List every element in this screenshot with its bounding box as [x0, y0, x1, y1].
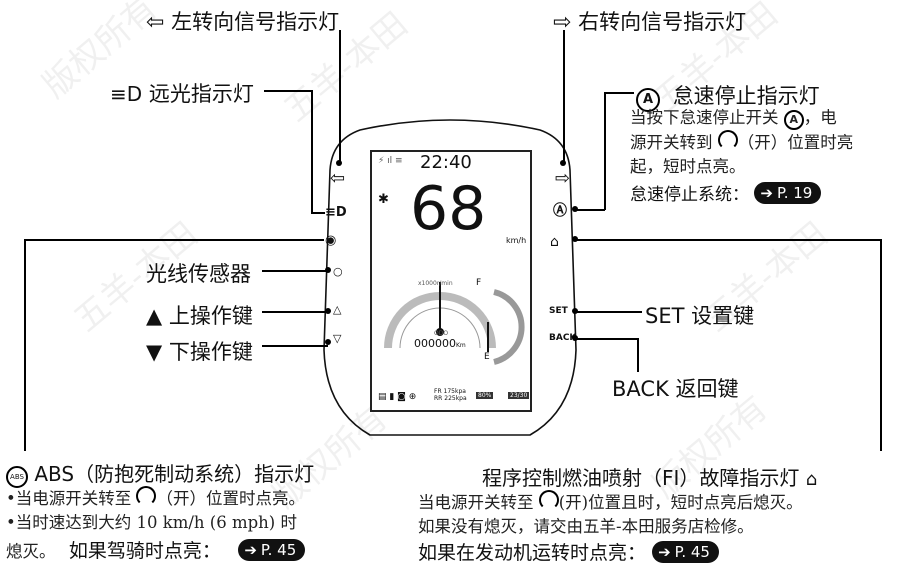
leader-line — [262, 311, 328, 313]
odo-label: ODO — [434, 330, 449, 337]
idle-stop-description: 当按下怠速停止开关 A，电 源开关转到 （开）位置时亮 起，短时点亮。 — [630, 108, 854, 176]
up-key-label: ▲ 上操作键 — [146, 304, 253, 328]
leader-line — [574, 338, 638, 340]
fi-description: 当电源开关转至 (开)位置且时，短时点亮后熄灭。 如果没有熄灭，请交由五羊-本田… — [418, 490, 803, 539]
dashboard-outline — [323, 119, 577, 436]
page-ref-badge[interactable]: ➔P. 45 — [652, 541, 719, 563]
leader-dot — [336, 160, 342, 166]
high-beam-label: ≡D 远光指示灯 — [110, 82, 254, 106]
high-beam-icon: ≡D — [325, 205, 347, 220]
idle-stop-label: A 怠速停止指示灯 — [636, 80, 820, 112]
leader-line — [574, 209, 605, 211]
left-arrow-icon: ⇦ — [146, 10, 165, 35]
back-button[interactable]: BACK — [549, 333, 577, 343]
leader-line — [262, 270, 328, 272]
idle-stop-icon: A — [783, 110, 804, 130]
page-ref-badge[interactable]: ➔P. 19 — [754, 182, 822, 204]
leader-line — [339, 30, 341, 162]
tachometer — [384, 282, 525, 365]
right-arrow-icon: ⇨ — [555, 168, 571, 189]
fi-engine-icon: ⌂ — [550, 234, 559, 250]
high-beam-icon: ≡D — [110, 82, 143, 106]
leader-line — [24, 239, 324, 241]
down-triangle-icon: ▼ — [146, 340, 163, 364]
speed-unit: km/h — [506, 236, 527, 245]
power-on-icon — [538, 490, 559, 510]
down-triangle-icon: ▽ — [333, 332, 342, 345]
leader-line — [563, 30, 565, 162]
abs-label: ABS ABS（防抱死制动系统）指示灯 — [6, 458, 314, 488]
leader-dot — [572, 308, 578, 314]
lcd-screen: ⚡ ıl ≡ 22:40 ✱ 68 km/h x1000r/min ODO 00… — [370, 150, 532, 412]
rpm-unit: x1000r/min — [418, 280, 453, 287]
down-key-label: ▼ 下操作键 — [146, 340, 253, 364]
leader-dot — [560, 160, 566, 166]
right-arrow-icon: ⇨ — [553, 10, 572, 35]
fi-label: 程序控制燃油喷射（FI）故障指示灯 ⌂ — [482, 466, 818, 490]
abs-riding-ref: 熄灭。 如果驾骑时点亮： ➔P. 45 — [6, 536, 306, 564]
abs-icon: ABS — [6, 466, 28, 488]
light-sensor-icon: ○ — [333, 265, 343, 278]
power-on-icon — [717, 130, 738, 150]
leader-line — [311, 90, 313, 213]
leader-line — [311, 212, 325, 214]
leader-dot — [572, 206, 578, 212]
leader-line — [880, 239, 882, 451]
left-arrow-icon: ⇦ — [330, 168, 346, 189]
status-icons: ⚡ ıl ≡ — [378, 156, 403, 166]
leader-dot — [572, 236, 578, 242]
abs-icon: ◉ — [325, 233, 337, 248]
speed-readout: 68 — [410, 174, 487, 244]
light-sensor-label: 光线传感器 — [146, 262, 251, 286]
warning-icons: ▤ ▮ ◙ ⊕ — [378, 392, 417, 402]
power-on-icon — [136, 486, 157, 506]
odo-value: 000000Km — [414, 337, 466, 350]
leader-line — [604, 92, 634, 94]
leader-line — [575, 239, 881, 241]
tire-pressure: FR 175kpa RR 225kpa — [434, 388, 467, 402]
abs-description: •当电源开关转至 （开）位置时点亮。 •当时速达到大约 10 km/h (6 m… — [6, 486, 305, 535]
set-key-label: SET 设置键 — [645, 304, 755, 328]
idle-stop-icon: A — [636, 88, 660, 112]
leader-line — [604, 92, 606, 210]
leader-dot — [325, 308, 331, 314]
idle-stop-icon: Ⓐ — [553, 203, 567, 219]
clock: 22:40 — [420, 152, 472, 173]
left-turn-label: ⇦ 左转向信号指示灯 — [146, 10, 340, 35]
fuel-empty-mark: E — [484, 352, 490, 362]
leader-line — [262, 345, 328, 347]
leader-line — [24, 239, 26, 451]
leader-line — [574, 311, 642, 313]
page-ref-badge[interactable]: ➔P. 45 — [238, 539, 306, 561]
temperature-badge: 23/30 — [508, 392, 530, 399]
set-button[interactable]: SET — [549, 306, 568, 316]
leader-line — [637, 338, 639, 372]
up-triangle-icon: ▲ — [146, 304, 163, 328]
up-triangle-icon: △ — [333, 303, 342, 316]
back-key-label: BACK 返回键 — [612, 377, 739, 401]
idle-stop-system-ref: 怠速停止系统： ➔P. 19 — [630, 180, 822, 205]
leader-line — [264, 90, 312, 92]
leader-dot — [572, 335, 578, 341]
battery-badge: 80% — [476, 392, 494, 399]
bluetooth-icon: ✱ — [378, 192, 389, 207]
fuel-full-mark: F — [476, 278, 482, 288]
leader-dot — [325, 267, 331, 273]
fi-engine-icon: ⌂ — [805, 469, 818, 490]
leader-dot — [325, 339, 331, 345]
right-turn-label: ⇨ 右转向信号指示灯 — [553, 10, 747, 35]
fi-running-ref: 如果在发动机运转时点亮： ➔P. 45 — [418, 538, 719, 565]
